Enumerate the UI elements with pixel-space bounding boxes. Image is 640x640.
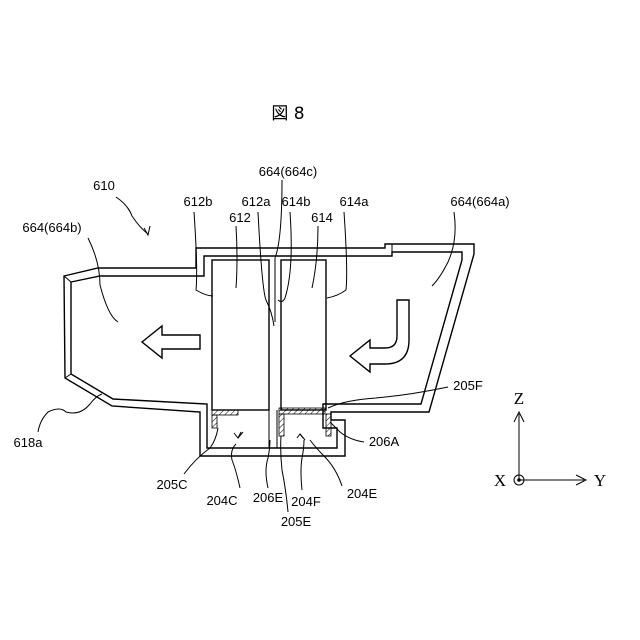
heat-exchanger-614 (281, 260, 326, 410)
leader-610 (116, 197, 148, 234)
duct-inner-wall (71, 252, 462, 448)
label-206E: 206E (253, 490, 284, 505)
label-205E: 205E (281, 514, 312, 529)
label-205F: 205F (453, 378, 483, 393)
label-664a: 664(664a) (450, 194, 509, 209)
label-614: 614 (311, 210, 333, 225)
leader-206E (266, 440, 270, 488)
leader-664c (275, 180, 282, 258)
leader-206A (330, 422, 364, 442)
label-664c: 664(664c) (259, 164, 318, 179)
drain-arrow-204C-head (234, 432, 241, 438)
x-axis-label: X (494, 471, 506, 490)
seal-205C (212, 410, 238, 415)
figure-title: 図 8 (271, 104, 304, 124)
leader-612b (194, 212, 213, 296)
seal-205F (279, 408, 325, 414)
label-204F: 204F (291, 494, 321, 509)
leader-614b (278, 212, 291, 302)
leader-614 (312, 226, 318, 288)
seal-205E (279, 414, 284, 436)
leader-610-head (144, 226, 150, 235)
leader-612a (258, 212, 274, 326)
inlet-flange-top (64, 276, 71, 282)
heat-exchanger-612 (212, 260, 269, 410)
label-614a: 614a (340, 194, 370, 209)
label-612b: 612b (184, 194, 213, 209)
leader-618a (38, 394, 102, 432)
leader-205C (184, 428, 218, 474)
label-206A: 206A (369, 434, 400, 449)
label-612: 612 (229, 210, 251, 225)
label-664b: 664(664b) (22, 220, 81, 235)
label-612a: 612a (242, 194, 272, 209)
drain-arrow-204F-head (297, 434, 303, 438)
z-axis-label: Z (514, 389, 524, 408)
left-flow-arrow (142, 326, 200, 358)
inlet-flange-bottom (65, 374, 71, 378)
leader-612 (236, 226, 237, 288)
label-614b: 614b (282, 194, 311, 209)
label-205C: 205C (156, 477, 187, 492)
label-204C: 204C (206, 493, 237, 508)
leader-664a (432, 212, 455, 286)
x-axis-dot-icon (517, 478, 521, 482)
seal-205C-side (212, 415, 217, 428)
seal-206A (326, 414, 331, 436)
label-618a: 618a (14, 435, 44, 450)
leader-664b (88, 238, 118, 322)
leader-205F (328, 387, 448, 408)
y-axis-label: Y (594, 471, 606, 490)
label-610: 610 (93, 178, 115, 193)
label-204E: 204E (347, 486, 378, 501)
leader-204C (232, 444, 241, 488)
curved-flow-arrow (350, 300, 409, 372)
